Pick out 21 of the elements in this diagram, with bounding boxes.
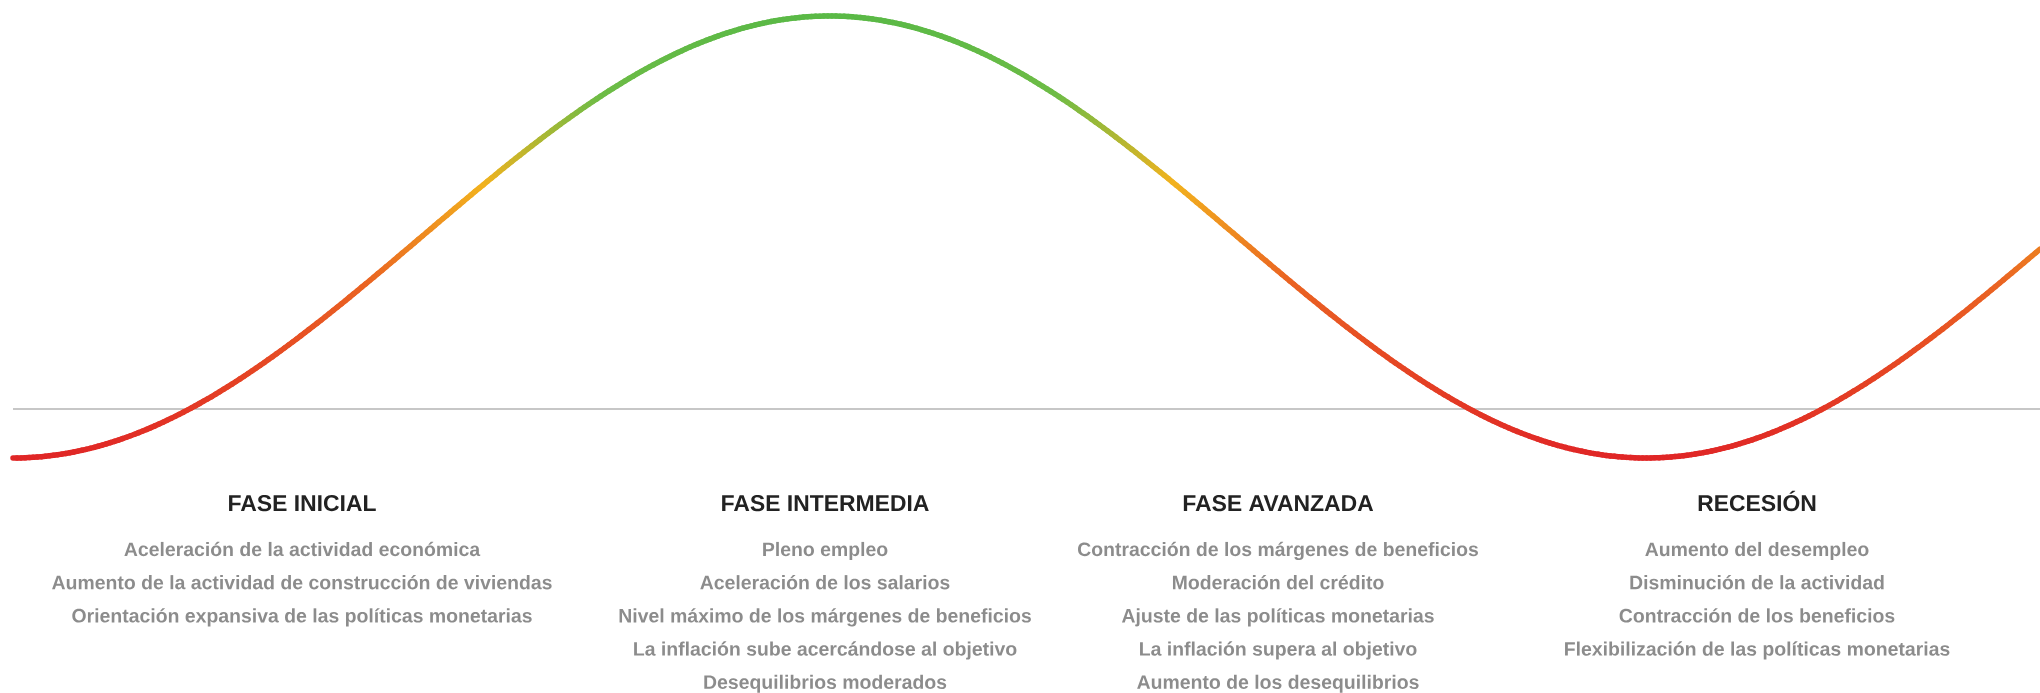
- phase-description: La inflación sube acercándose al objetivo: [634, 641, 1017, 660]
- phase-heading: FASE AVANZADA: [1183, 495, 1374, 512]
- phase-description: Aumento de la actividad de construcción de viviendas: [52, 574, 552, 590]
- phase-description: Disminución de la actividad: [1630, 574, 1884, 590]
- phase-description: Flexibilización de las políticas monetarias: [1565, 641, 1950, 660]
- phase-heading: FASE INICIAL: [229, 495, 376, 512]
- phase-description: Aceleración de los salarios: [700, 574, 950, 590]
- phase-description: Orientación expansiva de las políticas monetarias: [72, 608, 532, 627]
- phase-description: Moderación del crédito: [1173, 574, 1384, 590]
- phase-description: Desequilibrios moderados: [704, 674, 947, 693]
- phase-description: Aceleración de la actividad económica: [124, 541, 481, 557]
- phase-description: Aumento de los desequilibrios: [1137, 674, 1419, 693]
- phase-description: Ajuste de las políticas monetarias: [1121, 608, 1434, 627]
- phase-description: Contracción de los beneficios: [1619, 608, 1895, 623]
- phase-description: Pleno empleo: [763, 541, 888, 561]
- phase-description: Aumento del desempleo: [1645, 541, 1869, 561]
- phase-description: Contracción de los márgenes de beneficios: [1078, 541, 1478, 561]
- phase-heading: RECESIÓN: [1698, 490, 1816, 512]
- phase-description: Nivel máximo de los márgenes de beneficios: [619, 608, 1031, 627]
- phase-heading: FASE INTERMEDIA: [722, 495, 929, 512]
- phase-description: La inflación supera al objetivo: [1140, 641, 1417, 660]
